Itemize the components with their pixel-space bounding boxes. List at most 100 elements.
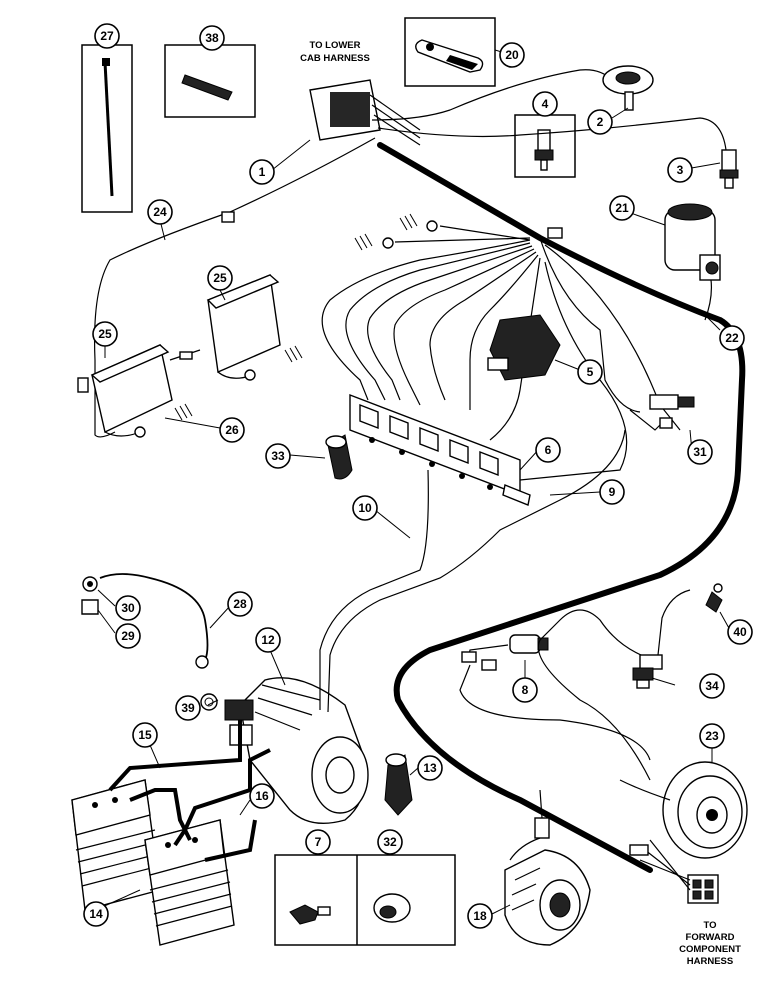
- callout-22-label: 22: [725, 331, 739, 345]
- module-box-upper: [206, 274, 281, 374]
- inset-20-connector-clip: [404, 17, 496, 87]
- callout-38: 38: [199, 25, 225, 51]
- starter-motor: [224, 677, 369, 824]
- callout-33-label: 33: [271, 449, 285, 463]
- temperature-sensor: [719, 149, 739, 189]
- callout-23: 23: [699, 723, 725, 749]
- callout-34: 34: [699, 673, 725, 699]
- caption-forward-2: FORWARD: [686, 932, 735, 943]
- callout-28: 28: [227, 591, 253, 617]
- alternator: [504, 789, 591, 946]
- callout-26-label: 26: [225, 423, 239, 437]
- callout-34-label: 34: [705, 679, 719, 693]
- callout-25-upper: 25: [207, 265, 233, 291]
- callout-5-label: 5: [587, 365, 594, 379]
- callout-30-label: 30: [121, 601, 135, 615]
- callout-38-label: 38: [205, 31, 219, 45]
- inset-7-32-sensors: [274, 854, 456, 946]
- inset-27-cable-tie: [81, 44, 133, 213]
- callout-1: 1: [249, 159, 275, 185]
- callout-2-label: 2: [597, 115, 604, 129]
- forward-connector: [639, 839, 719, 904]
- callout-21-label: 21: [615, 201, 629, 215]
- callout-6-label: 6: [545, 443, 552, 457]
- callout-7: 7: [305, 829, 331, 855]
- callout-23-label: 23: [705, 729, 719, 743]
- callout-4-label: 4: [542, 97, 549, 111]
- callout-12: 12: [255, 627, 281, 653]
- callout-2: 2: [587, 109, 613, 135]
- callout-27: 27: [94, 23, 120, 49]
- sender-8: [459, 634, 651, 761]
- callout-29: 29: [115, 623, 141, 649]
- callout-16: 16: [249, 783, 275, 809]
- callout-18: 18: [467, 903, 493, 929]
- tube-33: [325, 434, 353, 480]
- lower-cab-connector: [309, 79, 421, 146]
- callout-32-label: 32: [383, 835, 397, 849]
- callout-25a-label: 25: [213, 271, 227, 285]
- callout-10: 10: [352, 495, 378, 521]
- callout-9-label: 9: [609, 485, 616, 499]
- callout-27-label: 27: [100, 29, 114, 43]
- callout-7-label: 7: [315, 835, 322, 849]
- callout-40-label: 40: [733, 625, 747, 639]
- callout-8-label: 8: [522, 683, 529, 697]
- callout-14-label: 14: [89, 907, 103, 921]
- callout-18-label: 18: [473, 909, 487, 923]
- ground-cable: [81, 573, 218, 711]
- callout-12-label: 12: [261, 633, 275, 647]
- switch-31: [629, 394, 695, 431]
- callout-32: 32: [377, 829, 403, 855]
- caption-forward-1: TO: [703, 920, 716, 931]
- module-box-lower: [90, 344, 173, 434]
- caption-forward-3: COMPONENT: [679, 944, 741, 955]
- inset-38-clip: [164, 44, 256, 118]
- callout-4: 4: [532, 91, 558, 117]
- callout-26: 26: [219, 417, 245, 443]
- callout-9: 9: [599, 479, 625, 505]
- callout-30: 30: [115, 595, 141, 621]
- callout-8: 8: [512, 677, 538, 703]
- callout-14: 14: [83, 901, 109, 927]
- callout-20: 20: [499, 42, 525, 68]
- callout-25b-label: 25: [98, 327, 112, 341]
- callout-28-label: 28: [233, 597, 247, 611]
- caption-forward-4: HARNESS: [687, 956, 733, 967]
- callout-3: 3: [667, 157, 693, 183]
- callout-24-label: 24: [153, 205, 167, 219]
- inset-4-sender: [514, 114, 576, 178]
- callout-22: 22: [719, 325, 745, 351]
- fuse-block: [349, 393, 531, 506]
- callout-20-label: 20: [505, 48, 519, 62]
- callout-15-label: 15: [138, 728, 152, 742]
- tube-13: [384, 753, 413, 816]
- callout-5: 5: [577, 359, 603, 385]
- callout-13-label: 13: [423, 761, 437, 775]
- callout-31: 31: [687, 439, 713, 465]
- callout-3-label: 3: [677, 163, 684, 177]
- connector-40: [705, 583, 723, 613]
- callout-15: 15: [132, 722, 158, 748]
- callout-13: 13: [417, 755, 443, 781]
- callout-40: 40: [727, 619, 753, 645]
- callout-10-label: 10: [358, 501, 372, 515]
- callout-33: 33: [265, 443, 291, 469]
- callout-6: 6: [535, 437, 561, 463]
- compressor-pulley: [619, 761, 748, 859]
- sensor-34: [537, 589, 691, 781]
- caption-lower-cab-1: TO LOWER: [309, 40, 360, 51]
- relay: [487, 314, 561, 381]
- batteries: [71, 779, 235, 946]
- callout-24: 24: [147, 199, 173, 225]
- callout-29-label: 29: [121, 629, 135, 643]
- callout-25-lower: 25: [92, 321, 118, 347]
- caption-lower-cab-2: CAB HARNESS: [300, 53, 370, 64]
- solenoid: [664, 203, 721, 281]
- callout-39: 39: [175, 695, 201, 721]
- callout-31-label: 31: [693, 445, 707, 459]
- callout-21: 21: [609, 195, 635, 221]
- callout-39-label: 39: [181, 701, 195, 715]
